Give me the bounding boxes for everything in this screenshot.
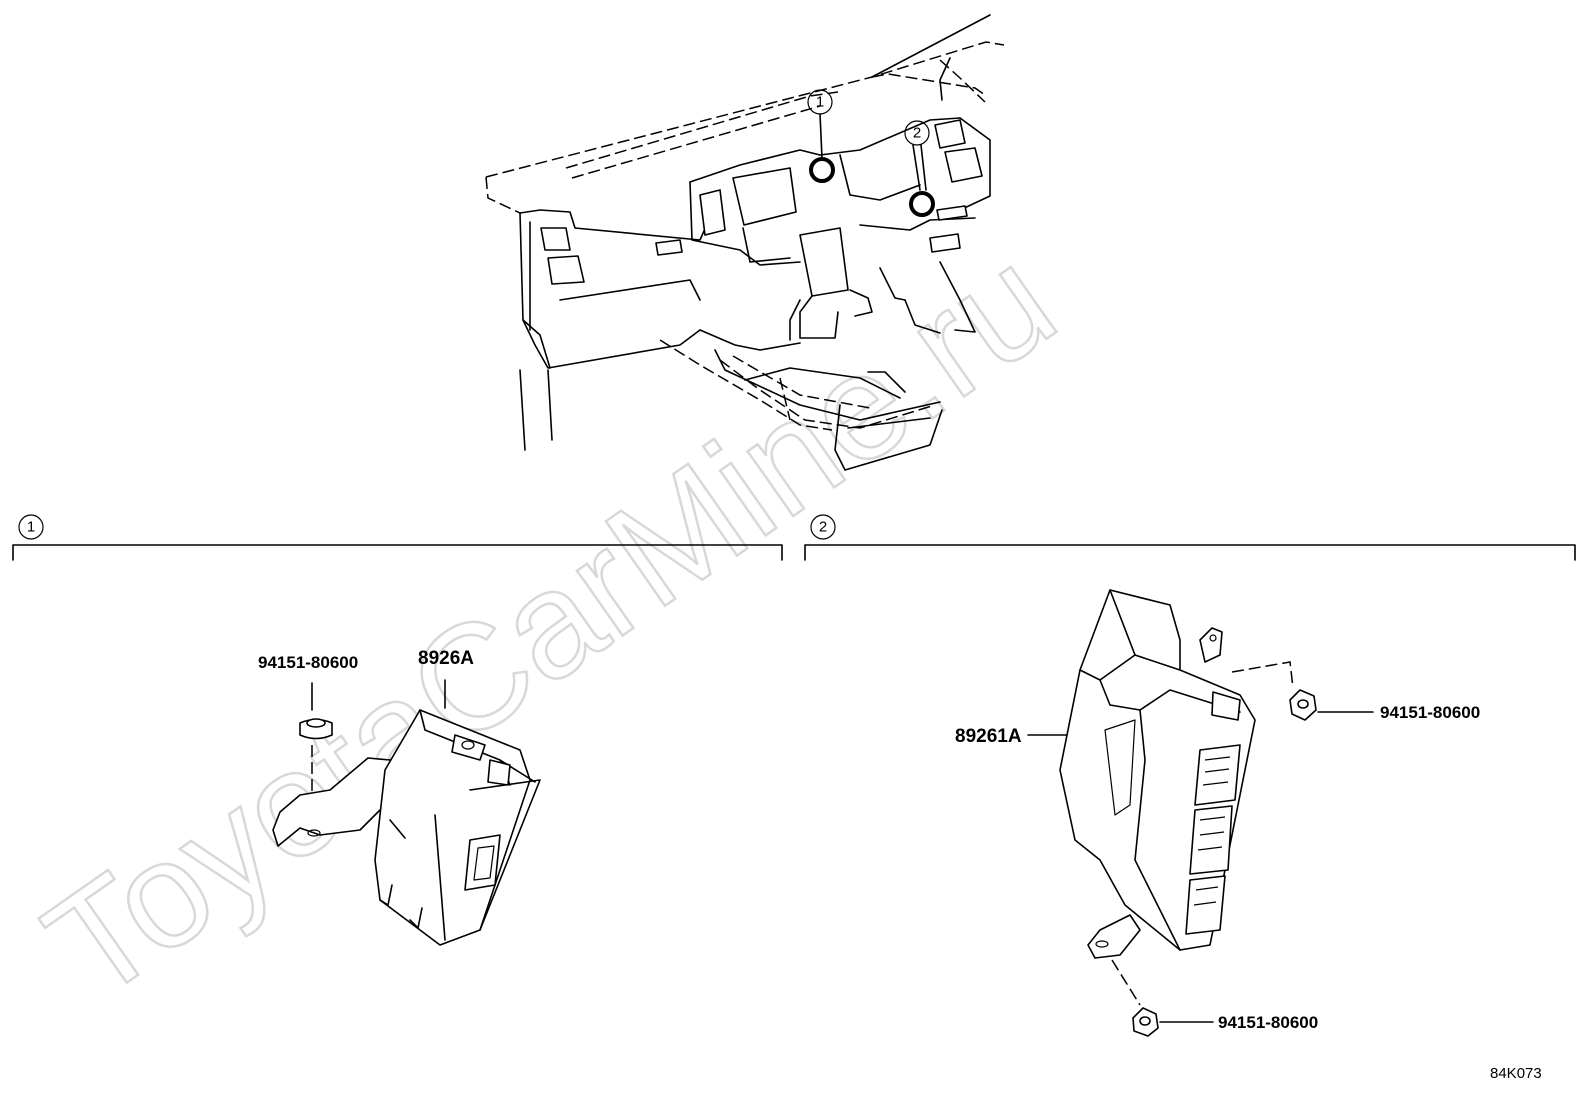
diagram-code: 84K073 [1490,1065,1542,1082]
section-1-number: 1 [27,519,35,536]
section-2-nut-lower-label: 94151-80600 [1218,1013,1318,1032]
section-1-nut [299,682,333,822]
watermark: ToyotaCarMine.ru [16,213,1085,1032]
section-2-nut-lower [1111,959,1214,1037]
section-2-nut-upper [1231,661,1374,721]
section-2-computer-label: 89261A [955,726,1022,747]
section-2-computer [1027,589,1256,959]
section-1-computer-label: 8926A [418,648,474,669]
callout-1-number: 1 [816,94,824,111]
watermark-text: ToyotaCarMine.ru [17,215,1083,1032]
section-2-nut-upper-label: 94151-80600 [1380,703,1480,722]
section-1-nut-label: 94151-80600 [258,653,358,672]
section-2-number: 2 [819,519,827,536]
callout-2-number: 2 [913,125,921,142]
callout-2-marker: 2 [904,120,935,217]
dashboard-illustration [485,14,1005,471]
section-2-header: 2 [804,514,1576,561]
section-1-header: 1 [12,514,783,561]
callout-1-marker: 1 [807,89,835,183]
section-1-computer [272,679,541,946]
